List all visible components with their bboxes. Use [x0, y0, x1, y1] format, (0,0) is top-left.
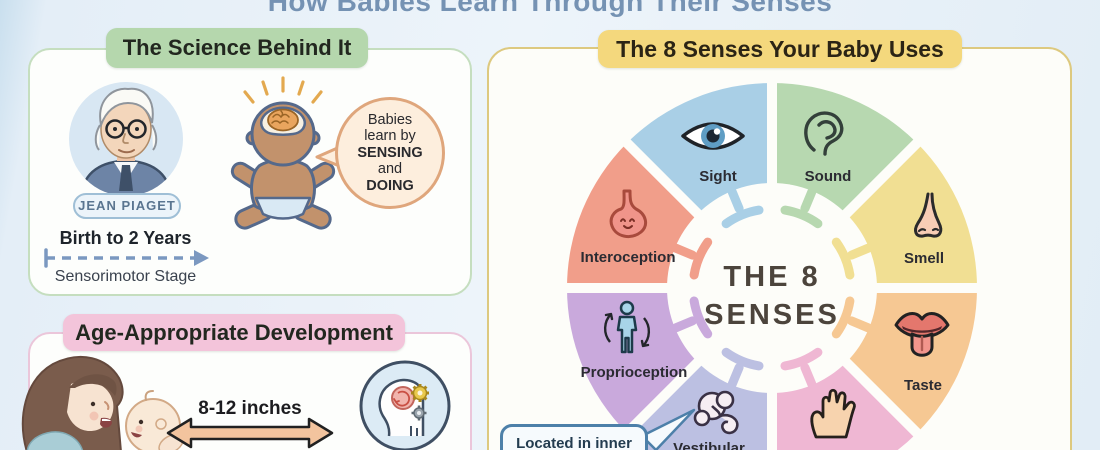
ear-icon [804, 111, 844, 156]
vestibular-tooltip: Located in inner [500, 424, 648, 450]
stage-title: Birth to 2 Years [59, 228, 192, 248]
label-sound: Sound [805, 168, 852, 185]
wheel-inner-spokes [671, 187, 873, 389]
body-awareness-icon [603, 300, 651, 354]
spoke-proprioception [671, 296, 713, 339]
bubble-line: DOING [366, 177, 414, 194]
timeline-arrow [44, 248, 209, 268]
stage-subtitle: Sensorimotor Stage [54, 268, 197, 285]
tongue-icon [894, 312, 950, 357]
gear-icon [411, 384, 429, 402]
bubble-line: SENSING [357, 144, 423, 161]
spoke-sight [721, 187, 764, 229]
science-panel-header: The Science Behind It [106, 28, 368, 68]
portrait-name-badge: JEAN PIAGET [73, 193, 181, 219]
distance-arrow [166, 417, 334, 449]
bubble-line: Babies [367, 111, 413, 128]
tooltip-pointer [640, 408, 696, 450]
inner-ear-icon [693, 390, 739, 435]
development-panel-header: Age-Appropriate Development [63, 314, 405, 351]
spoke-interoception [671, 237, 713, 280]
nose-icon [914, 192, 943, 238]
eye-icon [681, 122, 745, 150]
baby-illustration [230, 76, 336, 230]
spoke-taste [831, 296, 873, 339]
spoke-smell [831, 237, 873, 280]
spoke-sound [780, 187, 823, 229]
spoke-touch [780, 347, 823, 389]
distance-label: 8-12 inches [198, 398, 302, 419]
label-interoception: Interoception [580, 249, 675, 266]
gear-small-icon [411, 405, 427, 421]
label-vestibular: Vestibular [673, 440, 745, 450]
stomach-icon [609, 189, 648, 239]
brain-icon [267, 108, 299, 132]
spoke-vestibular [721, 347, 764, 389]
label-proprioception: Proprioception [581, 364, 688, 381]
thinking-brain-icon [359, 360, 451, 450]
wheel-center-circle [667, 183, 877, 393]
wheel-center-title-line1: THE 8 [723, 261, 820, 293]
idea-rays-icon [243, 76, 323, 104]
label-smell: Smell [904, 250, 944, 267]
hand-icon [810, 388, 856, 439]
jean-piaget-portrait [69, 82, 183, 196]
label-sight: Sight [699, 168, 737, 185]
label-taste: Taste [904, 377, 942, 394]
speech-bubble: Babies learn by SENSING and DOING [335, 97, 445, 209]
bubble-line: and [377, 161, 403, 178]
bubble-line: learn by [364, 128, 416, 145]
mother-baby-illustration [21, 356, 184, 450]
page-title: How Babies Learn Through Their Senses [267, 0, 833, 17]
senses-panel-header: The 8 Senses Your Baby Uses [598, 30, 962, 68]
wheel-center-title-line2: SENSES [704, 299, 840, 331]
